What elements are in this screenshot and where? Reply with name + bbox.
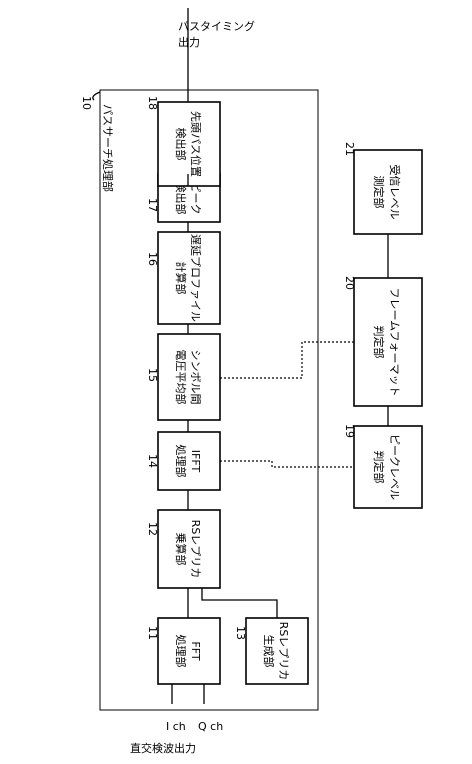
leader-10 [92,91,101,101]
first-path-label-1: 先頭パス位置 [189,111,203,177]
fft-label-2: 処理部 [174,635,188,668]
peak-level-number: 19 [343,424,356,438]
delay-profile-label-1: 遅延プロファイル [189,234,202,322]
symbol-average-block [157,333,221,421]
frame-format-label-2: 判定部 [372,326,386,359]
rs-replica-gen-label-1: RSレプリカ [277,622,290,681]
arrow-rsrep-to-rsmul [201,588,278,618]
rx-level-number: 21 [343,142,356,156]
input-q-label: Q ch [198,720,223,733]
path-search-block [99,89,319,711]
symbol-average-number: 15 [146,368,159,382]
fft-number: 11 [146,626,159,640]
delay-profile-label-2: 計算部 [174,262,188,295]
ifft-number: 14 [146,454,159,468]
rs-replica-mul-label-2: 乗算部 [174,533,188,566]
peak-detect-number: 17 [146,198,159,212]
first-path-block [157,101,221,187]
rs-replica-gen-block [245,617,309,685]
rx-level-block [353,149,423,235]
first-path-number: 18 [146,96,159,110]
peak-level-block [353,425,423,509]
ifft-label-2: 処理部 [174,445,188,478]
path-search-number: 10 [80,96,93,110]
peak-detect-label-2: 検出部 [174,182,188,215]
frame-format-label-1: フレームフォーマット [388,287,401,396]
symbol-average-label-1: シンボル間 [189,350,202,405]
rs-replica-gen-number: 13 [234,626,247,640]
output-label-2: 出力 [178,35,200,49]
frame-format-block [353,277,423,407]
source-label: 直交検波出力 [130,741,196,755]
peak-level-label-1: ピークレベル [388,434,401,500]
ifft-label-1: IFFT [189,450,202,473]
delay-profile-block [157,231,221,325]
rs-replica-mul-number: 12 [146,522,159,536]
first-path-label-2: 検出部 [174,128,188,161]
symbol-average-label-2: 電圧平均部 [174,350,188,405]
path-search-label: パスサーチ処理部 [101,104,115,192]
input-i-label: I ch [166,720,186,733]
rx-level-label-1: 受信レベル [388,165,401,220]
link-frame-to-symbol [220,341,354,379]
rs-replica-mul-label-1: RSレプリカ [189,520,202,579]
peak-detect-label-1: ピーク [189,182,202,215]
peak-level-label-2: 判定部 [372,451,386,484]
fft-block [157,617,221,685]
rs-replica-gen-label-2: 生成部 [262,635,276,668]
link-ifft-to-peak-level [220,460,354,468]
delay-profile-number: 16 [146,252,159,266]
ifft-block [157,431,221,491]
rs-replica-mul-block [157,509,221,589]
output-label-1: パスタイミング [178,19,255,33]
fft-label-1: FFT [189,641,202,660]
frame-format-number: 20 [343,276,356,290]
rx-level-label-2: 測定部 [372,176,386,209]
